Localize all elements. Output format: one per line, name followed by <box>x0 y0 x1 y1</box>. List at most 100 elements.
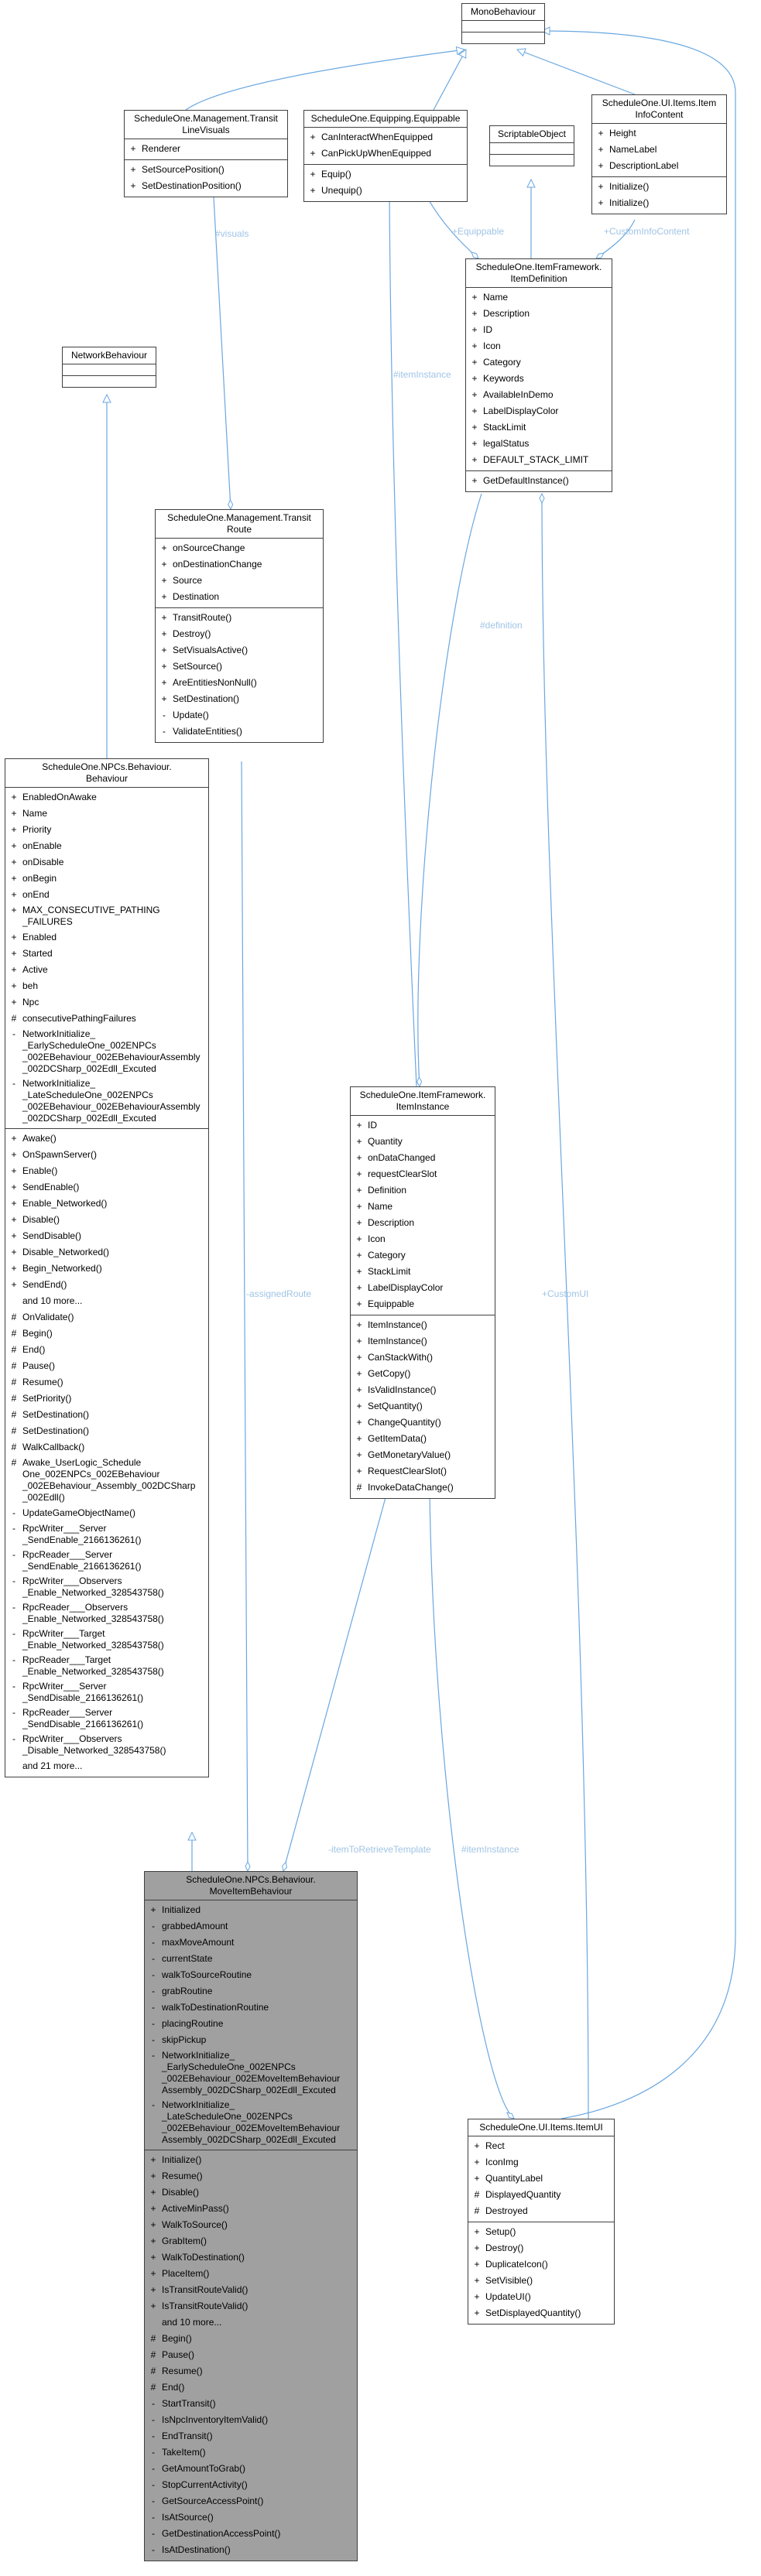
member-row[interactable]: -Update() <box>156 707 323 724</box>
member-row[interactable]: +UpdateUI() <box>468 2289 614 2305</box>
class-move-item-behaviour[interactable]: ScheduleOne.NPCs.Behaviour.MoveItemBehav… <box>144 1871 358 2561</box>
member-row[interactable]: +IconImg <box>468 2154 614 2171</box>
member-row[interactable]: -grabRoutine <box>145 1983 357 2000</box>
member-row[interactable]: #WalkCallback() <box>5 1439 208 1456</box>
member-row[interactable]: #Awake_UserLogic_Schedule One_002ENPCs_0… <box>5 1456 208 1505</box>
member-row[interactable]: #SetDestination() <box>5 1423 208 1439</box>
more-members-link[interactable]: and 10 more... <box>22 1295 83 1306</box>
more-members-link[interactable]: and 21 more... <box>22 1760 83 1771</box>
member-row[interactable]: +Destination <box>156 589 323 605</box>
member-row[interactable]: -NetworkInitialize_ _EarlyScheduleOne_00… <box>5 1027 208 1076</box>
member-row[interactable]: +beh <box>5 978 208 994</box>
member-row[interactable]: +Rect <box>468 2138 614 2154</box>
member-row[interactable]: -skipPickup <box>145 2032 357 2048</box>
member-row[interactable]: +Initialize() <box>592 195 726 211</box>
member-row[interactable]: -IsNpcInventoryItemValid() <box>145 2412 357 2428</box>
class-npc-behaviour[interactable]: ScheduleOne.NPCs.Behaviour.Behaviour+Ena… <box>5 758 209 1777</box>
member-row[interactable]: #Begin() <box>145 2331 357 2347</box>
member-row[interactable]: +StackLimit <box>351 1264 495 1280</box>
member-row[interactable]: +ID <box>466 322 612 338</box>
member-row[interactable]: +SendEnd() <box>5 1277 208 1293</box>
member-row[interactable]: +onDestinationChange <box>156 556 323 573</box>
member-row[interactable]: -RpcReader___Server _SendEnable_21661362… <box>5 1548 208 1574</box>
member-row[interactable]: -NetworkInitialize_ _EarlyScheduleOne_00… <box>145 2048 357 2098</box>
member-row[interactable]: #Begin() <box>5 1326 208 1342</box>
member-row[interactable]: +Name <box>466 289 612 306</box>
member-row[interactable]: +Renderer <box>125 141 287 157</box>
member-row[interactable]: -RpcReader___Server _SendDisable_2166136… <box>5 1705 208 1732</box>
member-row[interactable]: +legalStatus <box>466 436 612 452</box>
member-row[interactable]: -grabbedAmount <box>145 1918 357 1935</box>
member-row[interactable]: -RpcWriter___Observers _Enable_Networked… <box>5 1574 208 1600</box>
member-row[interactable]: +SendDisable() <box>5 1228 208 1244</box>
member-row[interactable]: +Priority <box>5 822 208 838</box>
class-item-ui[interactable]: ScheduleOne.UI.Items.ItemUI+Rect+IconImg… <box>468 2119 615 2325</box>
member-row[interactable]: +Name <box>5 806 208 822</box>
member-row[interactable]: -RpcWriter___Server _SendDisable_2166136… <box>5 1679 208 1705</box>
member-row[interactable]: +ItemInstance() <box>351 1317 495 1333</box>
member-row[interactable]: +Npc <box>5 994 208 1011</box>
member-row[interactable]: +Category <box>466 354 612 371</box>
member-row[interactable]: +Definition <box>351 1182 495 1199</box>
member-row[interactable]: +ItemInstance() <box>351 1333 495 1350</box>
member-row[interactable]: +LabelDisplayColor <box>466 403 612 419</box>
member-row[interactable]: -placingRoutine <box>145 2016 357 2032</box>
member-row[interactable]: #End() <box>5 1342 208 1358</box>
member-row[interactable]: +SetSourcePosition() <box>125 162 287 178</box>
member-row[interactable]: #Pause() <box>5 1358 208 1374</box>
member-row[interactable]: #Destroyed <box>468 2203 614 2219</box>
member-row[interactable]: +GetItemData() <box>351 1431 495 1447</box>
member-row[interactable]: +onBegin <box>5 871 208 887</box>
member-row[interactable]: -RpcWriter___Server _SendEnable_21661362… <box>5 1521 208 1548</box>
member-row[interactable]: +NameLabel <box>592 142 726 158</box>
member-row[interactable]: +Destroy() <box>468 2240 614 2256</box>
member-row[interactable]: +Keywords <box>466 371 612 387</box>
member-row[interactable]: +DescriptionLabel <box>592 158 726 174</box>
member-row[interactable]: -RpcWriter___Observers _Disable_Networke… <box>5 1732 208 1758</box>
member-row[interactable]: +Equip() <box>304 166 467 183</box>
member-row[interactable]: +AreEntitiesNonNull() <box>156 675 323 691</box>
member-row[interactable]: +SetSource() <box>156 659 323 675</box>
member-row[interactable]: -maxMoveAmount <box>145 1935 357 1951</box>
member-row[interactable]: +WalkToSource() <box>145 2217 357 2233</box>
member-row[interactable]: +Source <box>156 573 323 589</box>
member-row[interactable]: +EnabledOnAwake <box>5 789 208 806</box>
member-row[interactable]: +DuplicateIcon() <box>468 2256 614 2273</box>
member-row[interactable]: +SetDestinationPosition() <box>125 178 287 194</box>
member-row[interactable]: -ValidateEntities() <box>156 724 323 740</box>
member-row[interactable]: +Initialized <box>145 1902 357 1918</box>
member-row[interactable]: +AvailableInDemo <box>466 387 612 403</box>
member-row[interactable]: +TransitRoute() <box>156 610 323 626</box>
member-row[interactable]: +Disable() <box>5 1212 208 1228</box>
member-row[interactable]: +Resume() <box>145 2168 357 2184</box>
member-row[interactable]: #SetDestination() <box>5 1407 208 1423</box>
member-row[interactable]: +Icon <box>351 1231 495 1247</box>
member-row[interactable]: +MAX_CONSECUTIVE_PATHING _FAILURES <box>5 903 208 929</box>
member-row[interactable]: -currentState <box>145 1951 357 1967</box>
member-row[interactable]: +StackLimit <box>466 419 612 436</box>
member-row[interactable]: -RpcReader___Observers _Enable_Networked… <box>5 1600 208 1627</box>
member-row[interactable]: -NetworkInitialize_ _LateScheduleOne_002… <box>5 1076 208 1126</box>
member-row[interactable]: -RpcReader___Target _Enable_Networked_32… <box>5 1653 208 1679</box>
member-row[interactable]: -NetworkInitialize_ _LateScheduleOne_002… <box>145 2098 357 2147</box>
member-row[interactable]: +Started <box>5 946 208 962</box>
member-row[interactable]: +DEFAULT_STACK_LIMIT <box>466 452 612 468</box>
class-equippable[interactable]: ScheduleOne.Equipping.Equippable+CanInte… <box>303 110 468 202</box>
member-row[interactable]: #consecutivePathingFailures <box>5 1011 208 1027</box>
member-row[interactable]: -walkToSourceRoutine <box>145 1967 357 1983</box>
member-row[interactable]: +SendEnable() <box>5 1179 208 1196</box>
member-row[interactable]: +Height <box>592 125 726 142</box>
member-row[interactable]: #OnValidate() <box>5 1309 208 1326</box>
member-row[interactable]: +SetVisualsActive() <box>156 642 323 659</box>
member-row[interactable]: -IsAtDestination() <box>145 2542 357 2558</box>
member-row[interactable]: +GrabItem() <box>145 2233 357 2249</box>
member-row[interactable]: -UpdateGameObjectName() <box>5 1505 208 1521</box>
member-row[interactable]: +IsValidInstance() <box>351 1382 495 1398</box>
member-row[interactable]: +Name <box>351 1199 495 1215</box>
member-row[interactable]: +Destroy() <box>156 626 323 642</box>
member-row[interactable]: +Setup() <box>468 2224 614 2240</box>
member-row[interactable]: -GetDestinationAccessPoint() <box>145 2526 357 2542</box>
member-row[interactable]: +Unequip() <box>304 183 467 199</box>
member-row[interactable]: +SetQuantity() <box>351 1398 495 1415</box>
